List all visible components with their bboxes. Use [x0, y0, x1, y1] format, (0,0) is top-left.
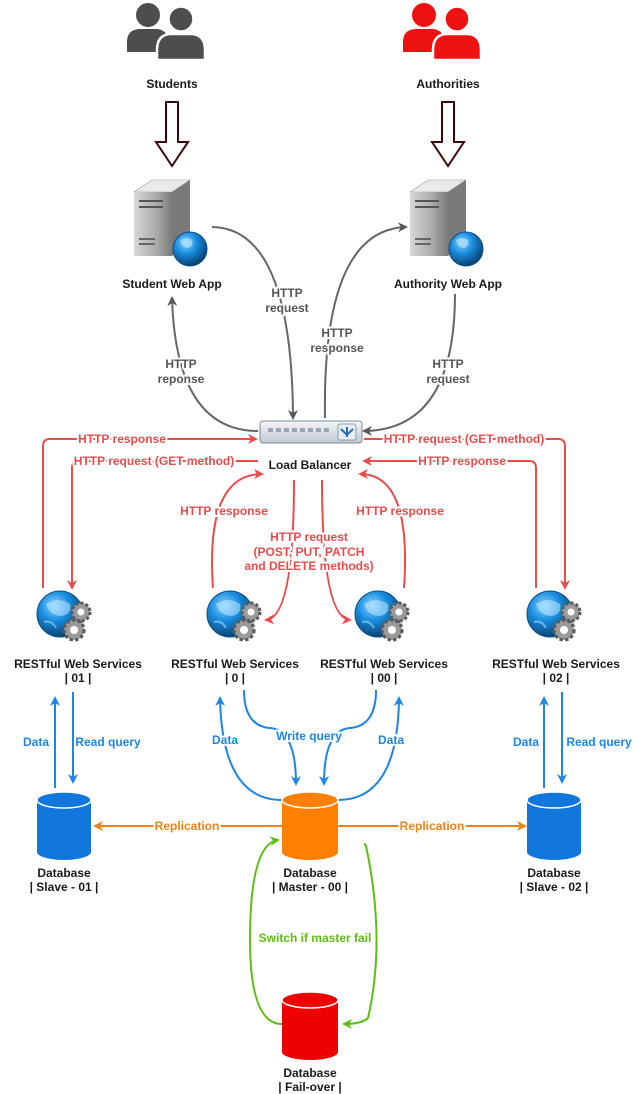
master-data-ws0-arrow — [215, 696, 283, 801]
lb-write-request-ws0-arrow — [264, 479, 295, 625]
lb-response-right-label: HTTP response — [418, 454, 506, 468]
master-data-right-label: Data — [378, 733, 404, 747]
student-reponse-arrow — [167, 296, 259, 432]
student-reponse-label-2: reponse — [158, 372, 205, 386]
ws0-write-query-arrow — [243, 689, 301, 786]
restful-service-01-title: RESTful Web Services — [14, 657, 142, 671]
authority-request-arrow — [362, 293, 456, 436]
master-database-id: | Master - 00 | — [272, 880, 348, 894]
restful-service-0-icon — [205, 589, 262, 642]
slave02-database-id: | Slave - 02 | — [520, 880, 589, 894]
restful-service-02-icon — [525, 589, 582, 642]
write-query-label: Write query — [276, 729, 342, 743]
slave01-database-icon — [36, 791, 92, 860]
lb-get-request-left-label: HTTP request (GET method) — [74, 454, 234, 468]
lb-get-request-right-label: HTTP request (GET method) — [384, 432, 544, 446]
student-request-label-1: HTTP — [271, 286, 302, 300]
restful-service-0-title: RESTful Web Services — [171, 657, 299, 671]
master-database-icon — [281, 791, 339, 860]
students-icon — [125, 1, 207, 62]
write-request-label-3: and DELETE methods) — [244, 559, 373, 573]
authority-request-label-2: request — [426, 372, 469, 386]
authority-response-label-2: response — [310, 341, 364, 355]
restful-service-00-id: | 00 | — [371, 671, 398, 685]
slave01-database-title: Database — [37, 866, 91, 880]
master-data-ws00-arrow — [337, 696, 404, 801]
authority-response-label-1: HTTP — [321, 326, 352, 340]
restful-service-02-title: RESTful Web Services — [492, 657, 620, 671]
authorities-icon — [401, 1, 483, 62]
lb-get-request-left-arrow — [67, 460, 258, 590]
student-web-app-label: Student Web App — [122, 277, 221, 291]
authority-request-label-1: HTTP — [432, 357, 463, 371]
failover-database-id: | Fail-over | — [278, 1080, 341, 1094]
ws00-response-label: HTTP response — [356, 504, 444, 518]
authorities-label: Authorities — [416, 77, 480, 91]
failover-switch-label: Switch if master fail — [259, 931, 372, 945]
restful-service-0-id: | 0 | — [225, 671, 245, 685]
write-request-label-1: HTTP request — [270, 530, 348, 544]
ws00-write-query-arrow — [319, 689, 377, 786]
students-down-arrow — [155, 101, 189, 167]
failover-database-title: Database — [283, 1066, 337, 1080]
authority-web-app-label: Authority Web App — [394, 277, 502, 291]
lb-response-left-label: HTTP response — [78, 432, 166, 446]
lb-response-left-arrow — [42, 434, 258, 588]
authorities-down-arrow — [431, 101, 465, 167]
replication-right-label: Replication — [400, 819, 465, 833]
restful-service-01-id: | 01 | — [65, 671, 92, 685]
load-balancer-label: Load Balancer — [269, 458, 352, 472]
failover-switch-arrow — [342, 843, 378, 1029]
slave02-database-icon — [526, 791, 582, 860]
student-reponse-label-1: HTTP — [165, 357, 196, 371]
student-web-app-server-icon — [133, 179, 208, 267]
slave02-database-title: Database — [527, 866, 581, 880]
restful-service-00-icon — [353, 589, 410, 642]
ws0-response-arrow — [211, 469, 264, 589]
ws00-response-arrow — [358, 469, 407, 589]
students-label: Students — [146, 77, 198, 91]
student-request-label-2: request — [265, 301, 308, 315]
failover-return-arrow — [248, 836, 283, 1025]
authority-response-arrow — [323, 222, 408, 419]
student-request-arrow — [211, 226, 298, 420]
master-database-title: Database — [283, 866, 337, 880]
slave02-read-query-label: Read query — [566, 735, 632, 749]
slave01-read-query-label: Read query — [75, 735, 141, 749]
load-balancer-icon — [259, 420, 363, 444]
slave01-data-label: Data — [23, 735, 49, 749]
master-data-left-label: Data — [212, 733, 238, 747]
restful-service-02-id: | 02 | — [543, 671, 570, 685]
lb-get-request-right-arrow — [364, 438, 570, 590]
lb-response-right-arrow — [362, 456, 537, 588]
replication-left-label: Replication — [155, 819, 220, 833]
authority-web-app-server-icon — [409, 179, 484, 267]
write-request-label-2: (POST, PUT, PATCH — [254, 545, 365, 559]
ws0-response-label: HTTP response — [180, 504, 268, 518]
slave01-database-id: | Slave - 01 | — [30, 880, 99, 894]
failover-database-icon — [281, 991, 339, 1060]
lb-write-request-ws00-arrow — [321, 479, 352, 625]
restful-service-01-icon — [35, 589, 92, 642]
slave02-data-label: Data — [513, 735, 539, 749]
restful-service-00-title: RESTful Web Services — [320, 657, 448, 671]
